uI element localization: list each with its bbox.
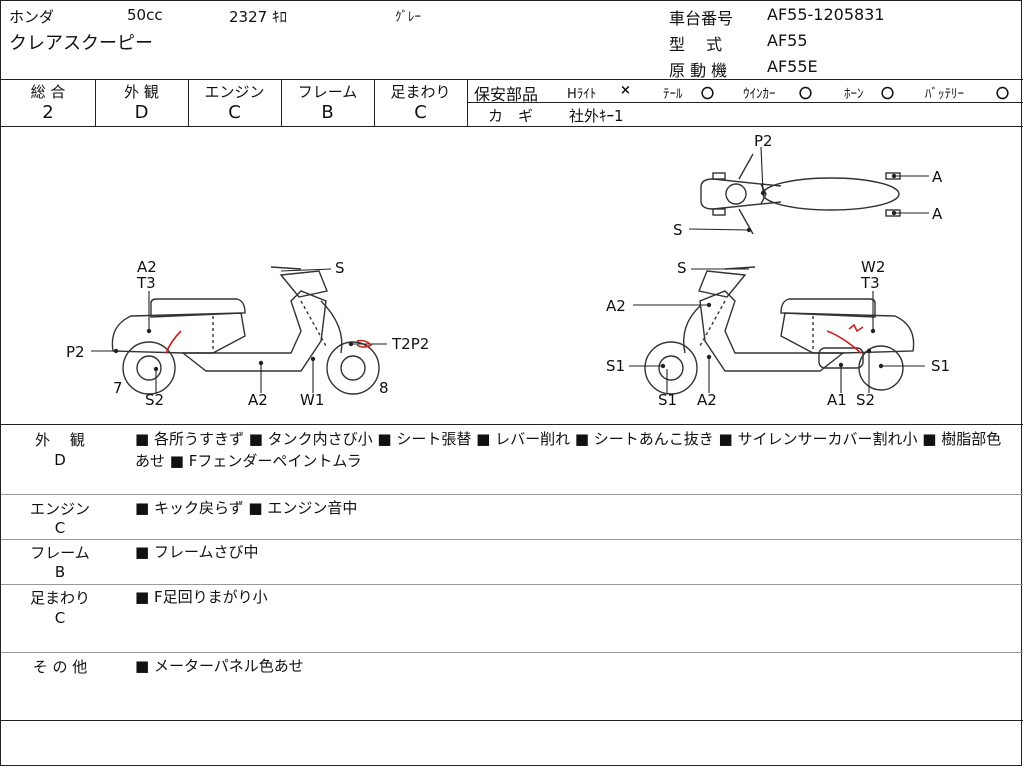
grade-label-exterior: 外 観 (124, 83, 159, 101)
label-left-a2: A2 (137, 258, 157, 276)
grade-label-overall: 総 合 (30, 83, 66, 101)
label-top-a2: A (932, 205, 943, 223)
scooter-top-view (700, 153, 901, 235)
remark-grade-frame: B (54, 563, 66, 581)
safety-mark-horn: 〇 (881, 87, 895, 102)
remark-label-other: そ の 他 (32, 658, 88, 676)
label-left-s: S (335, 259, 345, 277)
label-right-a2b: A2 (697, 391, 717, 409)
remark-label-frame: フレーム (30, 544, 90, 562)
safety-item-headlight: Hﾗｲﾄ (567, 87, 597, 102)
grade-value-frame: B (321, 102, 334, 123)
model-name: クレアスクーピー (9, 33, 153, 54)
label-left-s2: S2 (145, 391, 164, 409)
label-left-8: 8 (379, 379, 389, 397)
remark-text-suspension: ■ F足回りまがり小 (135, 588, 268, 606)
safety-item-horn: ﾎｰﾝ (844, 87, 864, 102)
remark-text-other: ■ メーターパネル色あせ (135, 657, 304, 675)
grade-label-suspension: 足まわり (390, 83, 451, 101)
displacement: 50cc (127, 6, 163, 24)
remark-grade-exterior: D (54, 451, 66, 469)
remark-label-exterior: 外 観 (35, 431, 85, 449)
key-value: 社外ｷｰ1 (569, 107, 624, 125)
label-left-t3: T3 (136, 274, 156, 292)
label-top-p2: P2 (754, 132, 773, 150)
frame-no: AF55-1205831 (767, 5, 885, 24)
remark-grade-engine: C (54, 519, 66, 537)
label-left-t2p2: T2P2 (391, 335, 429, 353)
safety-mark-winker: 〇 (799, 87, 813, 102)
key-label: カ ギ (488, 107, 534, 125)
label-right-a2: A2 (606, 297, 626, 315)
grade-value-engine: C (228, 102, 241, 123)
frame-no-label: 車台番号 (669, 9, 734, 28)
label-right-s2: S2 (856, 391, 875, 409)
damage-marks (165, 323, 864, 354)
label-left-w1: W1 (300, 391, 324, 409)
mileage: 2327 ｷﾛ (229, 8, 287, 26)
grade-label-engine: エンジン (204, 83, 265, 101)
remark-text-engine: ■ キック戻らず ■ エンジン音中 (135, 499, 358, 517)
label-left-p2: P2 (66, 343, 85, 361)
label-right-s: S (677, 259, 687, 277)
maker: ホンダ (9, 8, 55, 26)
grade-label-frame: フレーム (297, 83, 358, 101)
grade-value-exterior: D (134, 102, 149, 123)
remark-text-exterior: ■ 各所うすきず ■ タンク内さび小 ■ シート張替 ■ レバー削れ ■ シート… (135, 430, 1002, 470)
remark-label-suspension: 足まわり (29, 589, 90, 607)
safety-mark-battery: 〇 (996, 87, 1010, 102)
label-right-t3: T3 (860, 274, 880, 292)
engine-label: 原 動 機 (669, 61, 728, 80)
grade-value-suspension: C (414, 102, 427, 123)
engine-value: AF55E (767, 57, 818, 76)
grade-value-overall: 2 (42, 102, 54, 123)
label-top-s: S (673, 221, 683, 239)
label-left-7: 7 (113, 379, 123, 397)
type-label: 型 式 (669, 35, 723, 54)
label-right-w2: W2 (861, 258, 885, 276)
damage-diagram: P2 A A S A2 T3 S P2 7 S2 A2 W1 T2P2 8 S … (66, 132, 950, 409)
remark-label-engine: エンジン (29, 500, 90, 518)
remark-grade-suspension: C (54, 609, 66, 627)
safety-mark-headlight: × (620, 83, 631, 98)
safety-mark-tail: 〇 (701, 87, 715, 102)
scooter-right-view (644, 266, 915, 395)
scooter-left-view (111, 266, 380, 395)
label-top-a1: A (932, 168, 943, 186)
safety-item-winker: ｳｲﾝｶｰ (743, 87, 776, 102)
color: ｸﾞﾚｰ (395, 10, 421, 25)
safety-item-battery: ﾊﾞｯﾃﾘｰ (925, 87, 964, 102)
label-right-s1b: S1 (658, 391, 677, 409)
label-left-a2b: A2 (248, 391, 268, 409)
type-value: AF55 (767, 31, 808, 50)
safety-label: 保安部品 (474, 85, 539, 104)
label-right-s1c: S1 (931, 357, 950, 375)
remark-text-frame: ■ フレームさび中 (135, 543, 259, 561)
safety-item-tail: ﾃｰﾙ (663, 87, 683, 102)
label-right-s1: S1 (606, 357, 625, 375)
label-right-a1: A1 (827, 391, 847, 409)
